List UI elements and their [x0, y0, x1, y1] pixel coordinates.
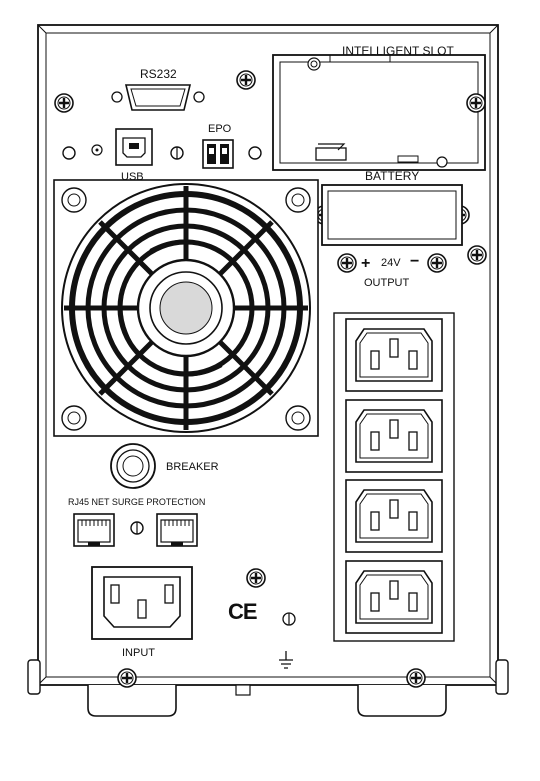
output-outlet-1[interactable]: [345, 318, 443, 392]
rj45-out-port[interactable]: [156, 513, 198, 547]
epo-connector[interactable]: [202, 139, 234, 169]
screw-icon: [466, 244, 488, 266]
screw-icon: [405, 667, 427, 689]
rs232-label: RS232: [140, 67, 177, 81]
usb-port[interactable]: [115, 128, 153, 166]
output-negative-terminal[interactable]: [426, 252, 448, 274]
ground-icon: [279, 651, 293, 669]
output-label: OUTPUT: [364, 277, 410, 289]
epo-label: EPO: [208, 123, 232, 135]
battery-label: BATTERY: [365, 169, 420, 183]
output-outlet-2[interactable]: [345, 399, 443, 473]
screw-icon: [235, 69, 257, 91]
battery-connector[interactable]: [321, 184, 463, 246]
negative-sign: −: [410, 253, 420, 270]
rj45-in-port[interactable]: [73, 513, 115, 547]
breaker[interactable]: [110, 443, 156, 489]
positive-sign: +: [361, 255, 371, 272]
input-inlet[interactable]: [91, 566, 193, 640]
led-icon: [248, 146, 262, 160]
rj45-label: RJ45 NET SURGE PROTECTION: [68, 497, 206, 507]
intelligent-slot-label: INTELLIGENT SLOT: [342, 44, 454, 58]
cooling-fan: [53, 179, 319, 437]
breaker-label: BREAKER: [166, 461, 219, 473]
output-outlet-3[interactable]: [345, 479, 443, 553]
led-icon: [62, 146, 76, 160]
usb-label: USB: [121, 171, 144, 183]
intelligent-slot[interactable]: [272, 54, 486, 171]
output-positive-terminal[interactable]: [336, 252, 358, 274]
screw-icon: [53, 92, 75, 114]
screw-icon: [465, 92, 487, 114]
voltage-label: 24V: [381, 257, 401, 269]
input-label: INPUT: [122, 647, 155, 659]
screw-icon: [245, 567, 267, 589]
output-outlet-4[interactable]: [345, 560, 443, 634]
ce-mark: CE: [228, 599, 258, 624]
screw-icon: [116, 667, 138, 689]
rs232-port[interactable]: [111, 84, 205, 111]
